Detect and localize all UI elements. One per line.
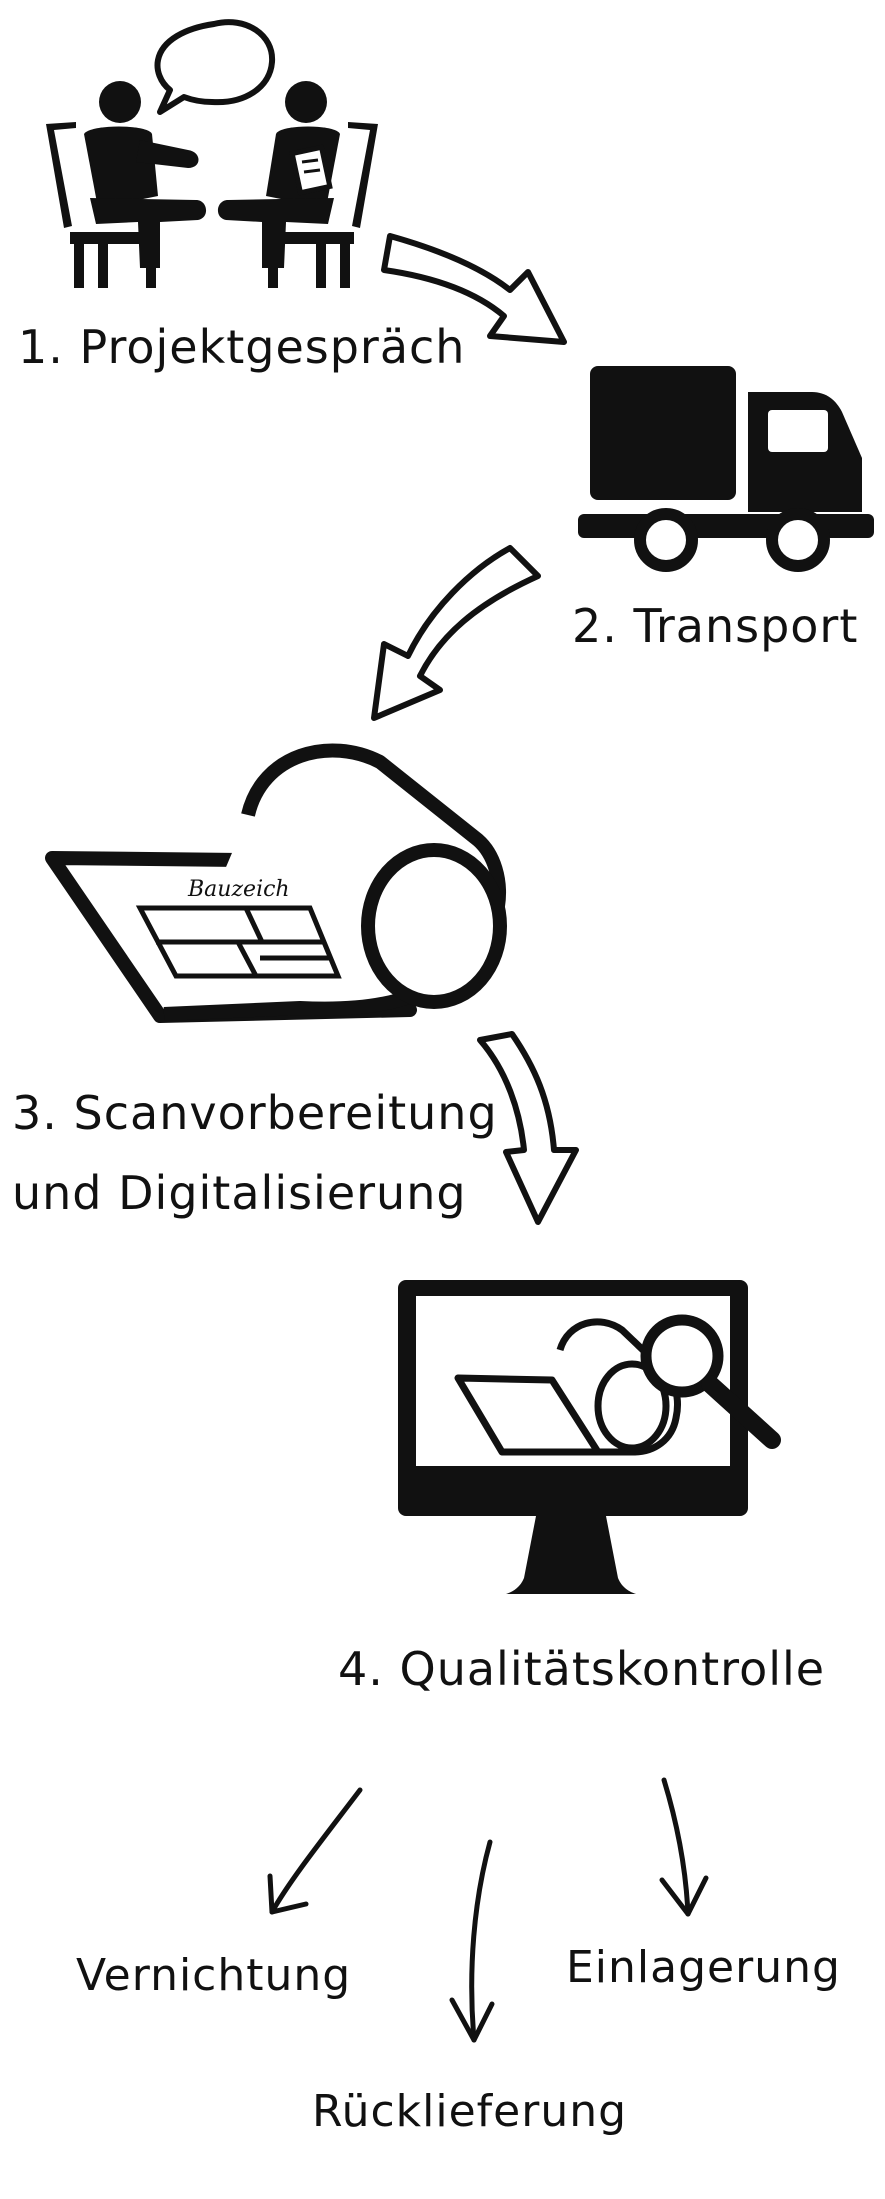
conversation-icon: [46, 19, 378, 288]
truck-icon: [578, 366, 874, 572]
blueprint-label: Bauzeich: [187, 877, 290, 902]
arrow-icon: [469, 1839, 493, 2043]
outcome-arrows: [267, 1777, 709, 2043]
arrow-icon: [381, 233, 567, 345]
step-2-label: 2. Transport: [572, 599, 859, 653]
arrow-icon: [371, 545, 541, 721]
step-4-label: 4. Qualitätskontrolle: [338, 1642, 826, 1696]
monitor-inspection-icon: [398, 1280, 781, 1594]
outcome-einlagerung-label: Einlagerung: [566, 1942, 841, 1993]
blueprint-roll-icon: Bauzeich: [45, 743, 507, 1023]
outcome-vernichtung-label: Vernichtung: [76, 1950, 352, 2001]
step-3-label-line2: und Digitalisierung: [12, 1166, 467, 1220]
arrow-icon: [477, 1031, 579, 1225]
outcome-ruecklieferung-label: Rücklieferung: [312, 2086, 628, 2137]
speech-bubble-icon: [154, 19, 276, 115]
arrow-icon: [661, 1777, 691, 1917]
arrow-icon: [269, 1787, 363, 1915]
step-3-label-line1: 3. Scanvorbereitung: [12, 1086, 498, 1140]
magnifier-icon: [640, 1314, 724, 1398]
step-1-label: 1. Projektgespräch: [18, 320, 466, 374]
